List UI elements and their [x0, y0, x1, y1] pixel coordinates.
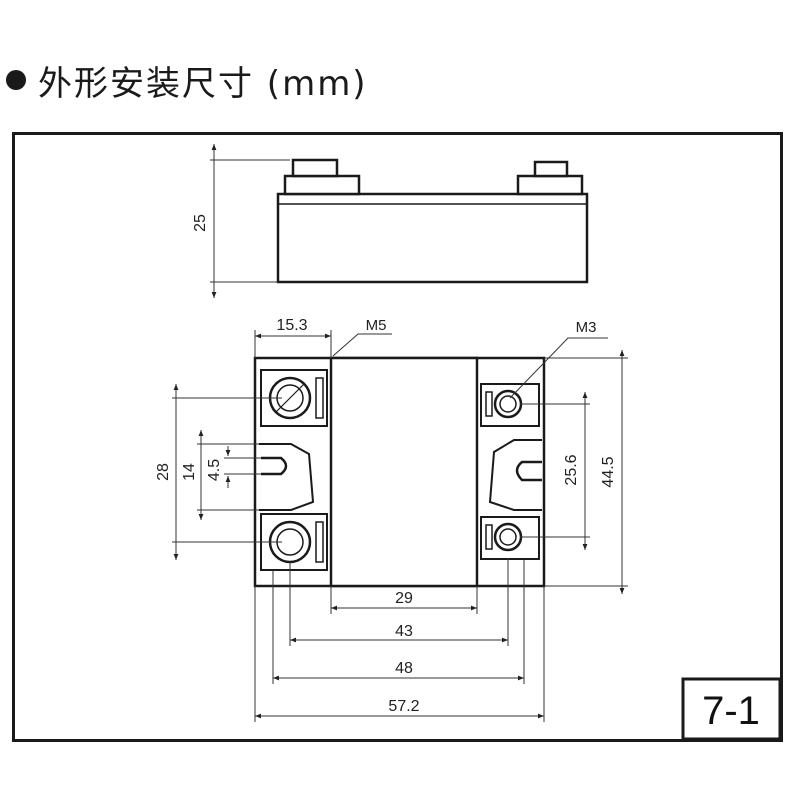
side-view — [276, 158, 589, 284]
dim-cover-width: 29 — [395, 590, 413, 607]
bullet-icon — [6, 70, 26, 90]
dim-terminal-offset: 15.3 — [276, 317, 307, 334]
dim-height: 25 — [192, 214, 209, 232]
dim-mounting-span: 48 — [395, 660, 413, 677]
label-m5: M5 — [366, 317, 387, 334]
section-heading: 外形安装尺寸 (mm) — [6, 52, 368, 108]
label-m3: M3 — [576, 319, 597, 336]
drawing-frame — [12, 132, 783, 742]
dim-terminal-pitch-right: 25.6 — [563, 454, 580, 485]
dim-slot-height: 14 — [181, 463, 198, 481]
dim-terminal-span: 43 — [395, 623, 413, 640]
dim-mounting-pitch-left: 28 — [155, 463, 172, 481]
figure-number-box: 7-1 — [681, 677, 782, 741]
dim-overall-width: 57.2 — [388, 698, 419, 715]
figure-number: 7-1 — [702, 689, 760, 733]
dim-body-depth: 44.5 — [600, 456, 617, 487]
top-view — [253, 356, 546, 588]
dim-slot-width: 4.5 — [206, 459, 223, 481]
heading-text: 外形安装尺寸 (mm) — [38, 63, 368, 104]
